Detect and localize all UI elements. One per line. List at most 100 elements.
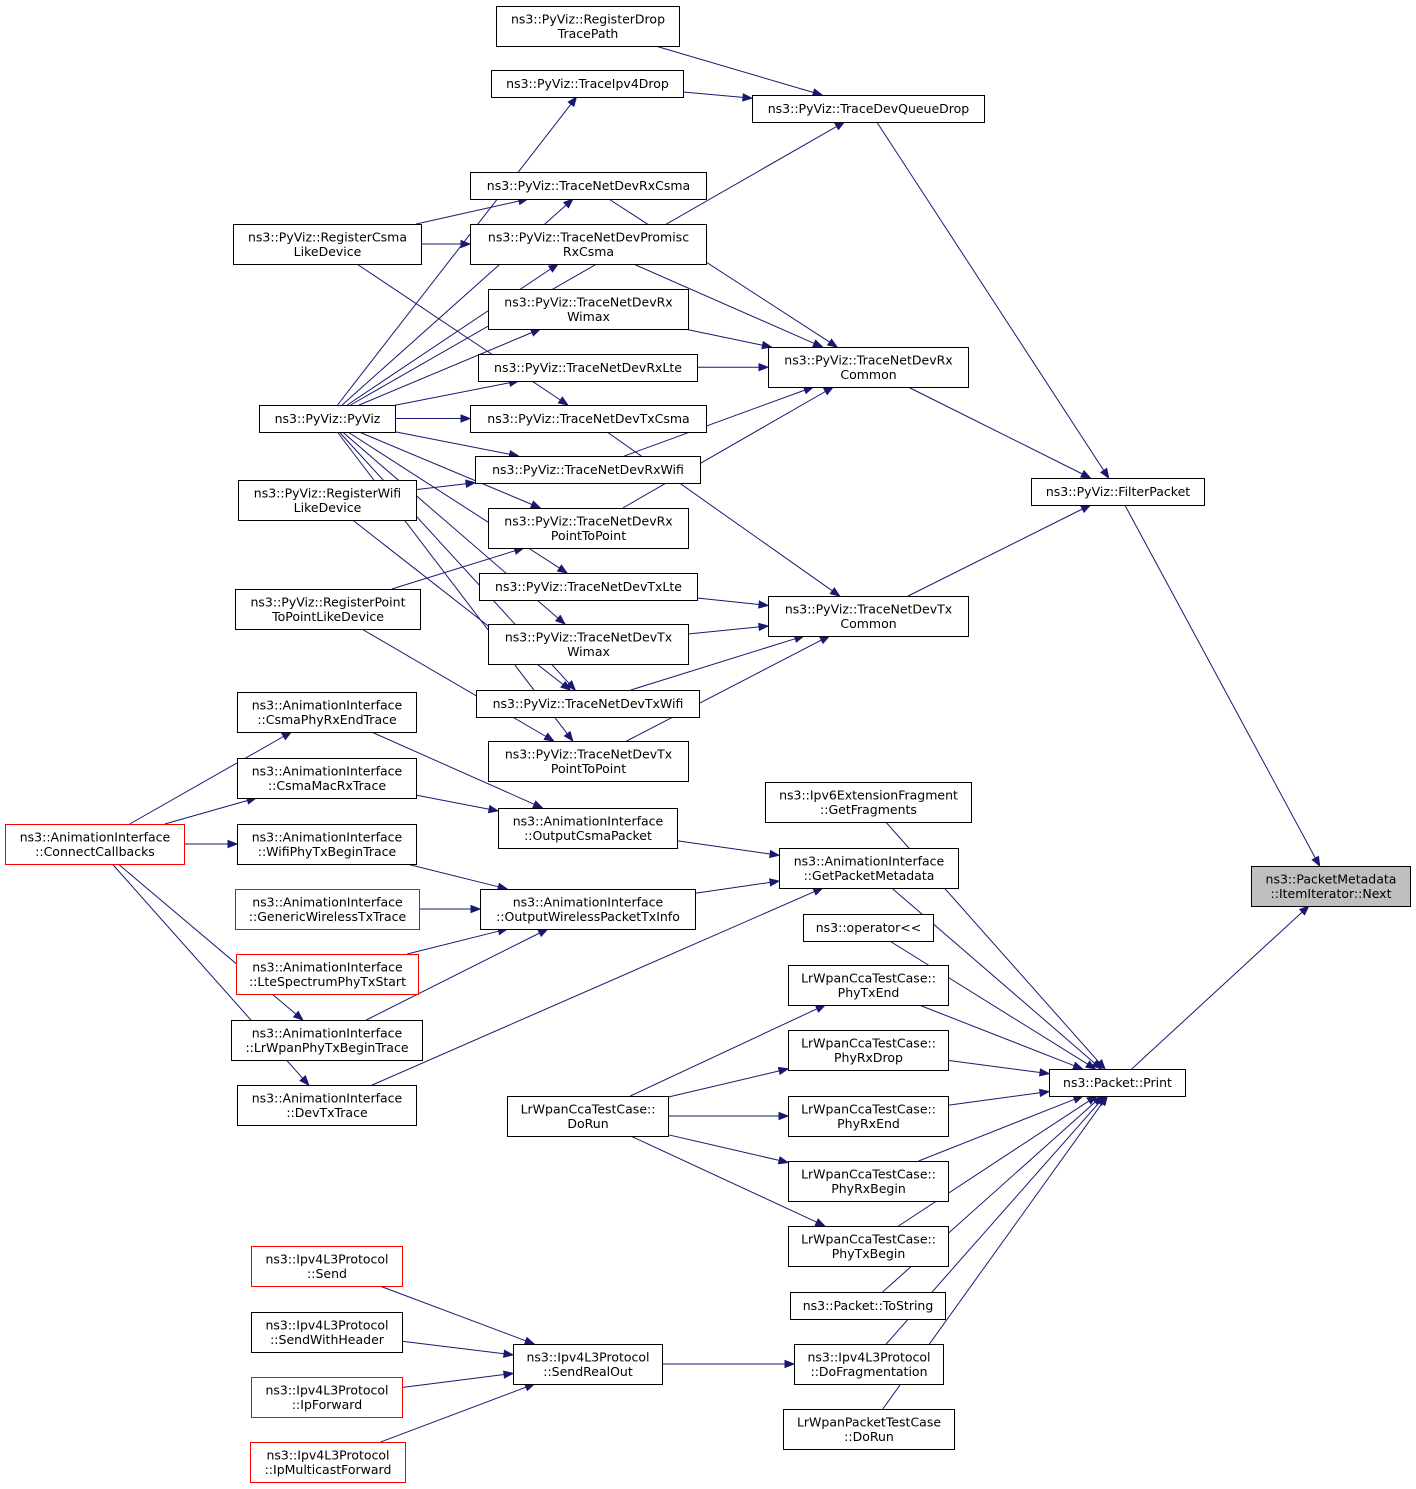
node-label-line: ns3::PyViz::TraceNetDevTxCsma — [487, 411, 689, 426]
node-connect-callbacks[interactable]: ns3::AnimationInterface::ConnectCallback… — [5, 824, 185, 865]
node-do-fragmentation[interactable]: ns3::Ipv4L3Protocol::DoFragmentation — [794, 1344, 944, 1385]
node-wifi-phy-tx-begin[interactable]: ns3::AnimationInterface::WifiPhyTxBeginT… — [237, 824, 417, 865]
node-box — [259, 405, 396, 433]
node-label-line: ns3::PyViz::TraceNetDevTxWifi — [493, 696, 684, 711]
node-label-line: ns3::PyViz::RegisterPoint — [251, 594, 406, 609]
node-box — [251, 1312, 403, 1353]
node-box — [470, 224, 707, 265]
edge-output-wireless-to-get-packet-metadata — [694, 878, 781, 894]
node-tx-wifi[interactable]: ns3::PyViz::TraceNetDevTxWifi — [476, 690, 700, 718]
node-packet-print[interactable]: ns3::Packet::Print — [1049, 1069, 1186, 1097]
node-ipv4-ip-multicast[interactable]: ns3::Ipv4L3Protocol::IpMulticastForward — [250, 1442, 406, 1483]
node-cca-phy-tx-end[interactable]: LrWpanCcaTestCase::PhyTxEnd — [788, 965, 949, 1006]
node-generic-wireless-tx[interactable]: ns3::AnimationInterface::GenericWireless… — [235, 889, 420, 930]
node-box — [480, 889, 696, 930]
node-label-line: ns3::PyViz::PyViz — [275, 411, 381, 426]
edge-arrowhead — [829, 587, 841, 597]
node-trace-dev-queue-drop[interactable]: ns3::PyViz::TraceDevQueueDrop — [752, 95, 985, 123]
node-label-line: ns3::Ipv4L3Protocol — [266, 1447, 389, 1462]
node-cca-do-run[interactable]: LrWpanCcaTestCase::DoRun — [507, 1096, 669, 1137]
node-py-viz[interactable]: ns3::PyViz::PyViz — [259, 405, 396, 433]
node-cca-phy-rx-begin[interactable]: LrWpanCcaTestCase::PhyRxBegin — [788, 1161, 949, 1202]
node-label-line: ns3::PyViz::TraceDevQueueDrop — [768, 101, 970, 116]
edge-rx-lte-to-trace-net-dev-rx-common — [696, 362, 770, 372]
node-label-line: ns3::AnimationInterface — [252, 894, 403, 909]
edge-generic-wireless-tx-to-output-wireless — [419, 904, 482, 914]
node-box — [779, 848, 959, 889]
node-tx-csma[interactable]: ns3::PyViz::TraceNetDevTxCsma — [470, 405, 707, 433]
node-lte-spectrum[interactable]: ns3::AnimationInterface::LteSpectrumPhyT… — [236, 954, 419, 995]
node-label-line: LikeDevice — [294, 500, 362, 515]
node-packet-to-string[interactable]: ns3::Packet::ToString — [790, 1292, 946, 1320]
node-label-line: PointToPoint — [551, 761, 626, 776]
edge-line — [391, 550, 516, 590]
node-label-line: ::DoFragmentation — [810, 1364, 927, 1379]
node-box — [1049, 1069, 1186, 1097]
node-trace-ipv4-drop[interactable]: ns3::PyViz::TraceIpv4Drop — [491, 70, 684, 98]
node-root[interactable]: ns3::PacketMetadata::ItemIterator::Next — [1251, 866, 1411, 907]
edge-cca-do-run-to-cca-phy-rx-begin — [667, 1134, 790, 1165]
node-box — [236, 954, 419, 995]
node-csma-phy-rx-end[interactable]: ns3::AnimationInterface::CsmaPhyRxEndTra… — [237, 692, 417, 733]
node-box — [488, 289, 689, 330]
node-output-wireless[interactable]: ns3::AnimationInterface::OutputWirelessP… — [480, 889, 696, 930]
node-csma-mac-rx[interactable]: ns3::AnimationInterface::CsmaMacRxTrace — [237, 758, 417, 799]
node-ipv4-send-with-header[interactable]: ns3::Ipv4L3Protocol::SendWithHeader — [251, 1312, 403, 1353]
edge-line — [918, 1098, 1075, 1162]
node-get-packet-metadata[interactable]: ns3::AnimationInterface::GetPacketMetada… — [779, 848, 959, 889]
node-box — [233, 224, 422, 265]
node-send-real-out[interactable]: ns3::Ipv4L3Protocol::SendRealOut — [513, 1344, 663, 1385]
edge-arrowhead — [292, 1010, 304, 1021]
node-cca-phy-rx-end[interactable]: LrWpanCcaTestCase::PhyRxEnd — [788, 1096, 949, 1137]
node-box — [479, 573, 698, 601]
node-label-line: ::LrWpanPhyTxBeginTrace — [245, 1040, 408, 1055]
edge-arrowhead — [529, 500, 542, 509]
node-label-line: ::DevTxTrace — [286, 1105, 368, 1120]
node-rx-csma[interactable]: ns3::PyViz::TraceNetDevRxCsma — [470, 172, 707, 200]
edge-line — [401, 1374, 505, 1388]
node-reg-p2-p[interactable]: ns3::PyViz::RegisterPointToPointLikeDevi… — [235, 589, 421, 630]
node-tx-lte[interactable]: ns3::PyViz::TraceNetDevTxLte — [479, 573, 698, 601]
node-label-line: ::OutputWirelessPacketTxInfo — [496, 909, 680, 924]
node-label-line: DoRun — [567, 1116, 608, 1131]
node-cca-phy-rx-drop[interactable]: LrWpanCcaTestCase::PhyRxDrop — [788, 1030, 949, 1071]
edge-connect-callbacks-to-wifi-phy-tx-begin — [184, 839, 239, 849]
node-label-line: ::DoRun — [844, 1429, 894, 1444]
node-label-line: PhyRxDrop — [834, 1050, 903, 1065]
edge-arrowhead — [465, 479, 477, 488]
edge-reg-wifi-to-rx-wifi — [415, 479, 477, 491]
node-rx-wifi[interactable]: ns3::PyViz::TraceNetDevRxWifi — [475, 456, 701, 484]
node-ipv6-frag[interactable]: ns3::Ipv6ExtensionFragment::GetFragments — [765, 782, 972, 823]
node-lrwpan-phy-tx-begin[interactable]: ns3::AnimationInterface::LrWpanPhyTxBegi… — [231, 1020, 423, 1061]
node-lrwpan-packet-do-run[interactable]: LrWpanPacketTestCase::DoRun — [783, 1409, 955, 1450]
node-dev-tx-trace[interactable]: ns3::AnimationInterface::DevTxTrace — [237, 1085, 417, 1126]
node-box — [470, 172, 707, 200]
edge-cca-do-run-to-cca-phy-rx-end — [668, 1111, 790, 1121]
node-output-csma[interactable]: ns3::AnimationInterface::OutputCsmaPacke… — [498, 808, 678, 849]
node-label-line: ::WifiPhyTxBeginTrace — [258, 844, 397, 859]
node-operator-ll[interactable]: ns3::operator<< — [803, 914, 934, 942]
edge-arrowhead — [812, 887, 825, 896]
node-ipv4-ip-forward[interactable]: ns3::Ipv4L3Protocol::IpForward — [251, 1377, 403, 1418]
edge-line — [622, 391, 826, 509]
node-label-line: ::SendWithHeader — [270, 1332, 385, 1347]
edge-line — [876, 121, 1105, 471]
node-label-line: ns3::AnimationInterface — [252, 1090, 403, 1105]
nodes-layer: ns3::PacketMetadata::ItemIterator::Nextn… — [5, 6, 1411, 1483]
node-rx-lte[interactable]: ns3::PyViz::TraceNetDevRxLte — [478, 354, 698, 382]
node-ipv4-send[interactable]: ns3::Ipv4L3Protocol::Send — [251, 1246, 403, 1287]
node-cca-phy-tx-begin[interactable]: LrWpanCcaTestCase::PhyTxBegin — [788, 1226, 949, 1267]
node-filter-packet[interactable]: ns3::PyViz::FilterPacket — [1031, 478, 1205, 506]
node-label-line: PhyRxBegin — [831, 1181, 906, 1196]
